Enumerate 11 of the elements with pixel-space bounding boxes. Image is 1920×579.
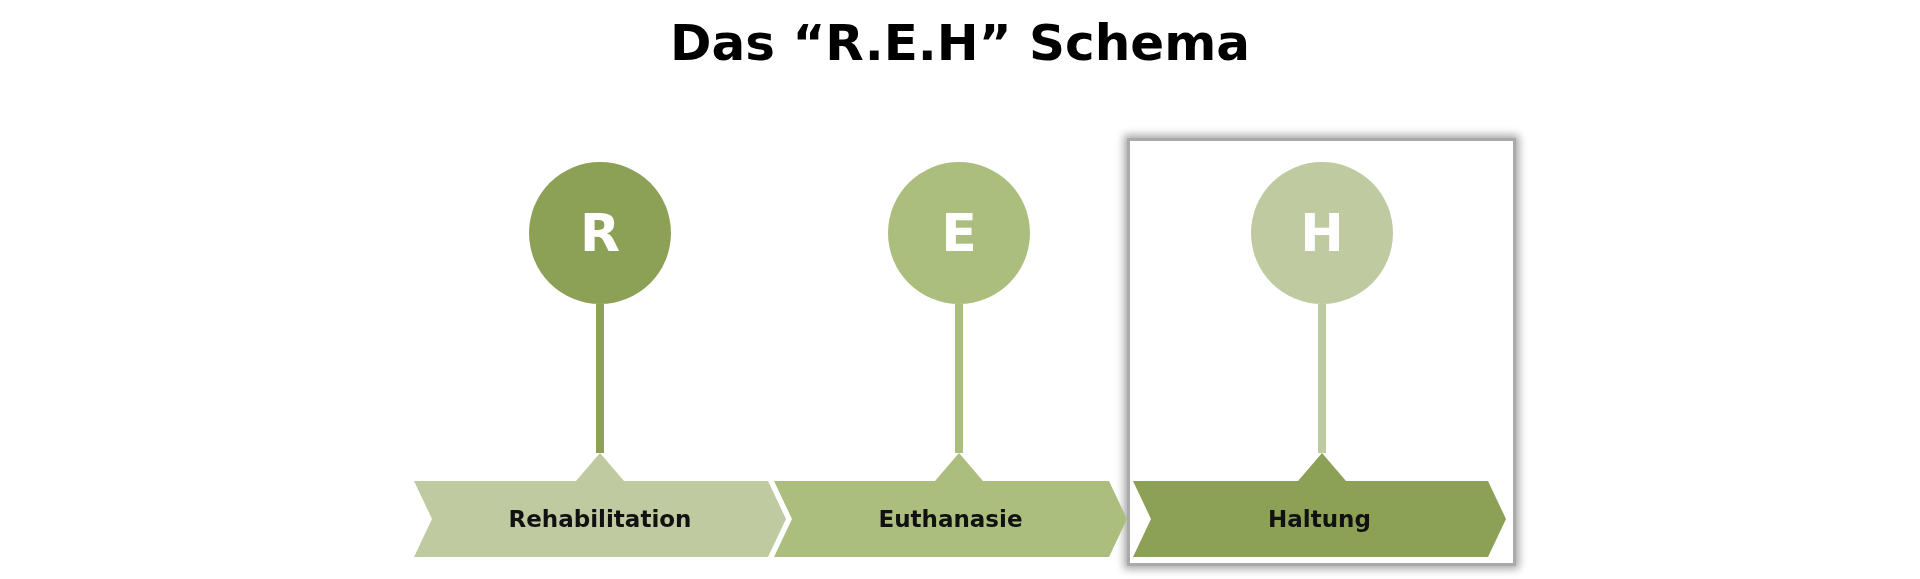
- highlight-frame: [1127, 138, 1516, 566]
- letter-circle: R: [529, 162, 671, 304]
- chevron-banner: Rehabilitation: [414, 453, 786, 557]
- chevron-banner: Haltung: [1133, 453, 1506, 557]
- connector-stem: [596, 304, 604, 453]
- connector-stem: [955, 304, 963, 453]
- chevron-banner: Euthanasie: [774, 453, 1127, 557]
- title: Das “R.E.H” Schema: [669, 14, 1251, 72]
- letter-circle: E: [888, 162, 1030, 304]
- connector-stem: [1318, 304, 1326, 453]
- letter-circle: H: [1251, 162, 1393, 304]
